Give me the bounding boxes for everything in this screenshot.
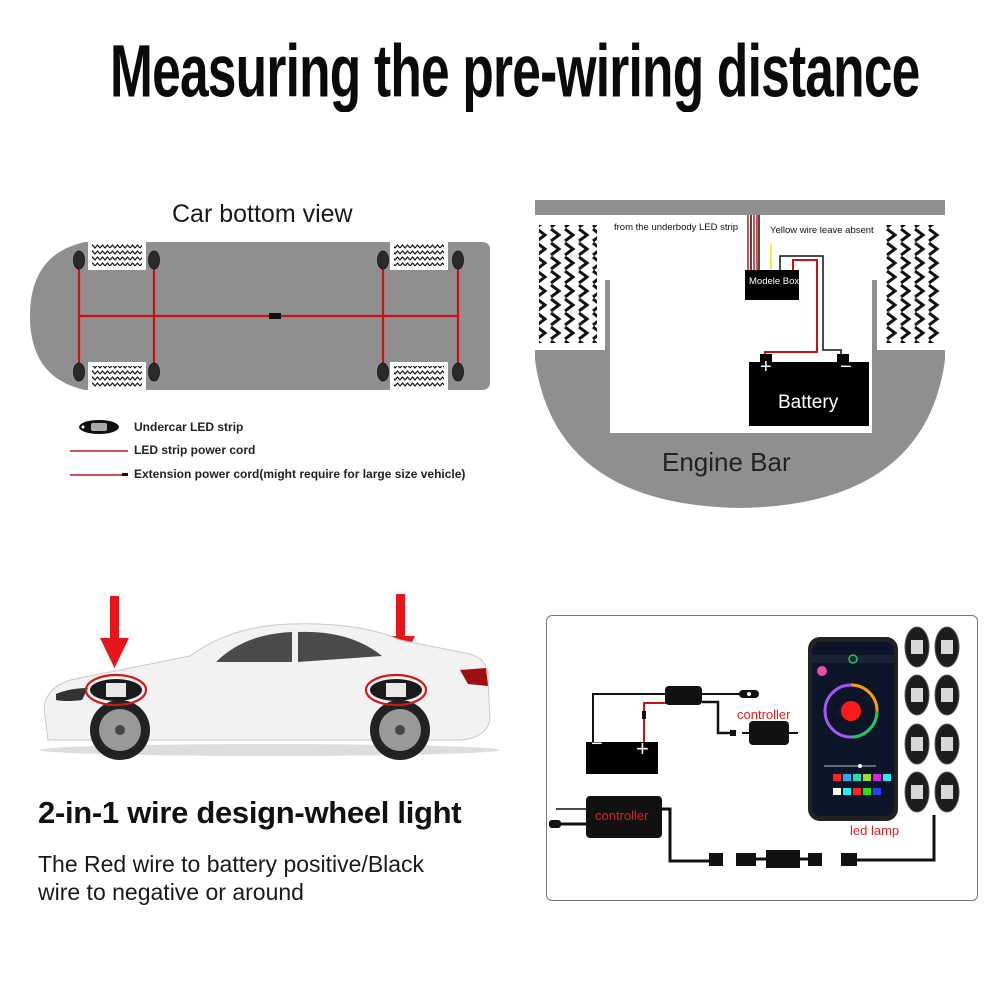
module-box-label: Modele Box <box>749 276 800 287</box>
engine-bay-diagram <box>535 200 945 508</box>
strip-label: from the underbody LED strip <box>614 222 739 233</box>
yellow-wire-label: Yellow wire leave absent <box>770 225 874 236</box>
wiring-battery-minus: − <box>591 733 603 755</box>
wheel-light-heading: 2-in-1 wire design-wheel light <box>38 795 462 830</box>
wiring-diagram <box>549 626 960 868</box>
car-bottom-diagram <box>30 240 490 392</box>
controller-label-box: controller <box>595 808 649 823</box>
legend-label: Extension power cord(might require for l… <box>134 467 466 481</box>
bottom-view-title: Car bottom view <box>172 200 353 228</box>
wire-instruction-line2: wire to negative or around <box>38 879 304 905</box>
led-pod-icon <box>79 420 119 434</box>
red-line-connector-icon <box>70 474 122 476</box>
battery-minus: − <box>840 356 852 378</box>
red-line-icon <box>70 450 128 452</box>
led-lamp-label: led lamp <box>850 823 900 838</box>
legend-label: Undercar LED strip <box>134 420 244 434</box>
page-title: Measuring the pre-wiring distance <box>110 29 920 112</box>
controller-label-top: controller <box>737 707 791 722</box>
engine-bar-label: Engine Bar <box>662 447 791 477</box>
legend-label: LED strip power cord <box>134 443 256 457</box>
car-side-view <box>40 594 500 760</box>
wire-instruction-line1: The Red wire to battery positive/Black <box>38 851 425 877</box>
wiring-battery-plus: + <box>636 736 649 761</box>
led-lamp-grid <box>904 626 960 813</box>
battery-plus: + <box>760 356 772 378</box>
battery-label: Battery <box>778 392 839 413</box>
